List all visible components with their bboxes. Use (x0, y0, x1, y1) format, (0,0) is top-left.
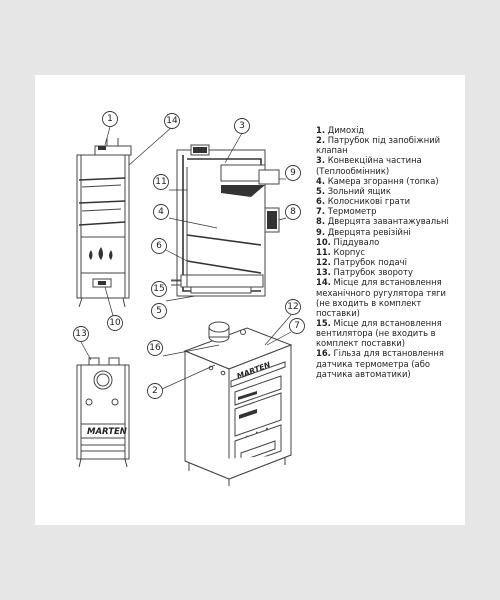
legend-item-number: 16. (316, 348, 331, 359)
legend-item: 8. Дверцята завантажувальні (316, 216, 462, 226)
legend-item: 3. Конвекційна частина (Теплообмінник) (316, 155, 462, 175)
svg-text:7: 7 (294, 321, 300, 331)
boiler-front-view (76, 138, 132, 308)
legend-item-number: 15. (316, 317, 331, 328)
callout-4: 4 (153, 204, 169, 220)
legend-item-number: 13. (316, 267, 331, 278)
callout-5: 5 (151, 303, 167, 319)
legend-item-number: 2. (316, 135, 326, 146)
legend-item-number: 3. (316, 155, 326, 166)
legend-item: 16. Гільза для встановлення датчика терм… (316, 348, 462, 378)
callout-3: 3 (234, 118, 250, 134)
legend-item: 1. Димохід (316, 125, 462, 135)
legend-item-text: Дверцята завантажувальні (327, 216, 449, 227)
svg-text:3: 3 (239, 121, 245, 131)
callout-8: 8 (285, 204, 301, 220)
legend-item-text: Камера згорання (топка) (327, 175, 439, 186)
svg-text:16: 16 (149, 343, 161, 353)
diagram-sheet: MARTEN MARTEN (35, 75, 465, 525)
callout-12: 12 (285, 299, 301, 315)
legend-item: 6. Колосникові грати (316, 196, 462, 206)
svg-text:15: 15 (153, 284, 164, 294)
legend-item-text: Колосникові грати (327, 196, 411, 207)
legend-item-number: 7. (316, 206, 326, 217)
svg-text:1: 1 (107, 114, 113, 124)
callout-6: 6 (151, 238, 167, 254)
legend-item-number: 8. (316, 216, 326, 227)
legend-item-number: 9. (316, 226, 326, 237)
svg-text:10: 10 (109, 318, 121, 328)
legend-item: 9. Дверцята ревізійні (316, 227, 462, 237)
boiler-isometric-view: MARTEN (183, 321, 293, 486)
callout-2: 2 (147, 383, 163, 399)
legend-item: 11. Корпус (316, 247, 462, 257)
legend-item-text: Термометр (327, 206, 377, 217)
legend-item-text: Зольний ящик (327, 185, 391, 196)
legend-item-text: Піддувало (333, 236, 380, 247)
callout-15: 15 (151, 281, 167, 297)
legend-item-text: Патрубок звороту (333, 267, 413, 278)
legend-item-number: 11. (316, 246, 331, 257)
svg-text:4: 4 (158, 207, 164, 217)
callout-9: 9 (285, 165, 301, 181)
svg-text:2: 2 (152, 386, 158, 396)
brand-label-back: MARTEN (87, 427, 127, 437)
legend-item-number: 6. (316, 196, 326, 207)
callout-13: 13 (73, 326, 89, 342)
callout-1: 1 (102, 111, 118, 127)
legend-item-number: 12. (316, 257, 331, 268)
boiler-drawing: MARTEN MARTEN (73, 111, 305, 486)
callout-11: 11 (153, 174, 169, 190)
legend-item-text: Патрубок подачі (333, 257, 407, 268)
svg-text:12: 12 (287, 302, 298, 312)
svg-text:8: 8 (290, 207, 296, 217)
legend-item-text: Корпус (333, 246, 365, 257)
legend-item: 5. Зольний ящик (316, 186, 462, 196)
callout-7: 7 (289, 318, 305, 334)
legend-item-text: Місце для встановлення вентилятора (не в… (316, 317, 442, 349)
legend-item: 13. Патрубок звороту (316, 267, 462, 277)
legend-item: 14. Місце для встановлення механічного р… (316, 277, 462, 318)
legend-item-number: 14. (316, 277, 331, 288)
leader-lines (80, 126, 292, 390)
legend-item-number: 1. (316, 125, 326, 135)
legend-item: 15. Місце для встановлення вентилятора (… (316, 318, 462, 348)
legend-item-number: 5. (316, 185, 326, 196)
svg-text:13: 13 (75, 329, 86, 339)
legend-item-text: Дверцята ревізійні (327, 226, 411, 237)
legend-item: 7. Термометр (316, 206, 462, 216)
legend-item: 10. Піддувало (316, 237, 462, 247)
callout-16: 16 (147, 340, 163, 356)
callout-14: 14 (164, 113, 180, 129)
legend-item-text: Місце для встановлення механічного ругул… (316, 277, 446, 318)
legend-item: 12. Патрубок подачі (316, 257, 462, 267)
svg-text:5: 5 (156, 306, 162, 316)
boiler-back-view: MARTEN (76, 357, 130, 468)
legend-item-text: Патрубок під запобіжний клапан (316, 135, 441, 156)
legend-item-text: Конвекційна частина (Теплообмінник) (316, 155, 422, 176)
callout-10: 10 (107, 315, 123, 331)
legend-item: 2. Патрубок під запобіжний клапан (316, 135, 462, 155)
svg-text:14: 14 (166, 116, 178, 126)
legend-item-number: 10. (316, 236, 331, 247)
svg-text:9: 9 (290, 168, 296, 178)
legend-item-text: Гільза для встановлення датчика термомет… (316, 348, 444, 379)
svg-text:6: 6 (156, 241, 162, 251)
boiler-section-view (171, 144, 280, 297)
legend-item-text: Димохід (327, 125, 365, 135)
svg-text:11: 11 (155, 177, 166, 187)
legend-item-number: 4. (316, 175, 326, 186)
legend-item: 4. Камера згорання (топка) (316, 176, 462, 186)
